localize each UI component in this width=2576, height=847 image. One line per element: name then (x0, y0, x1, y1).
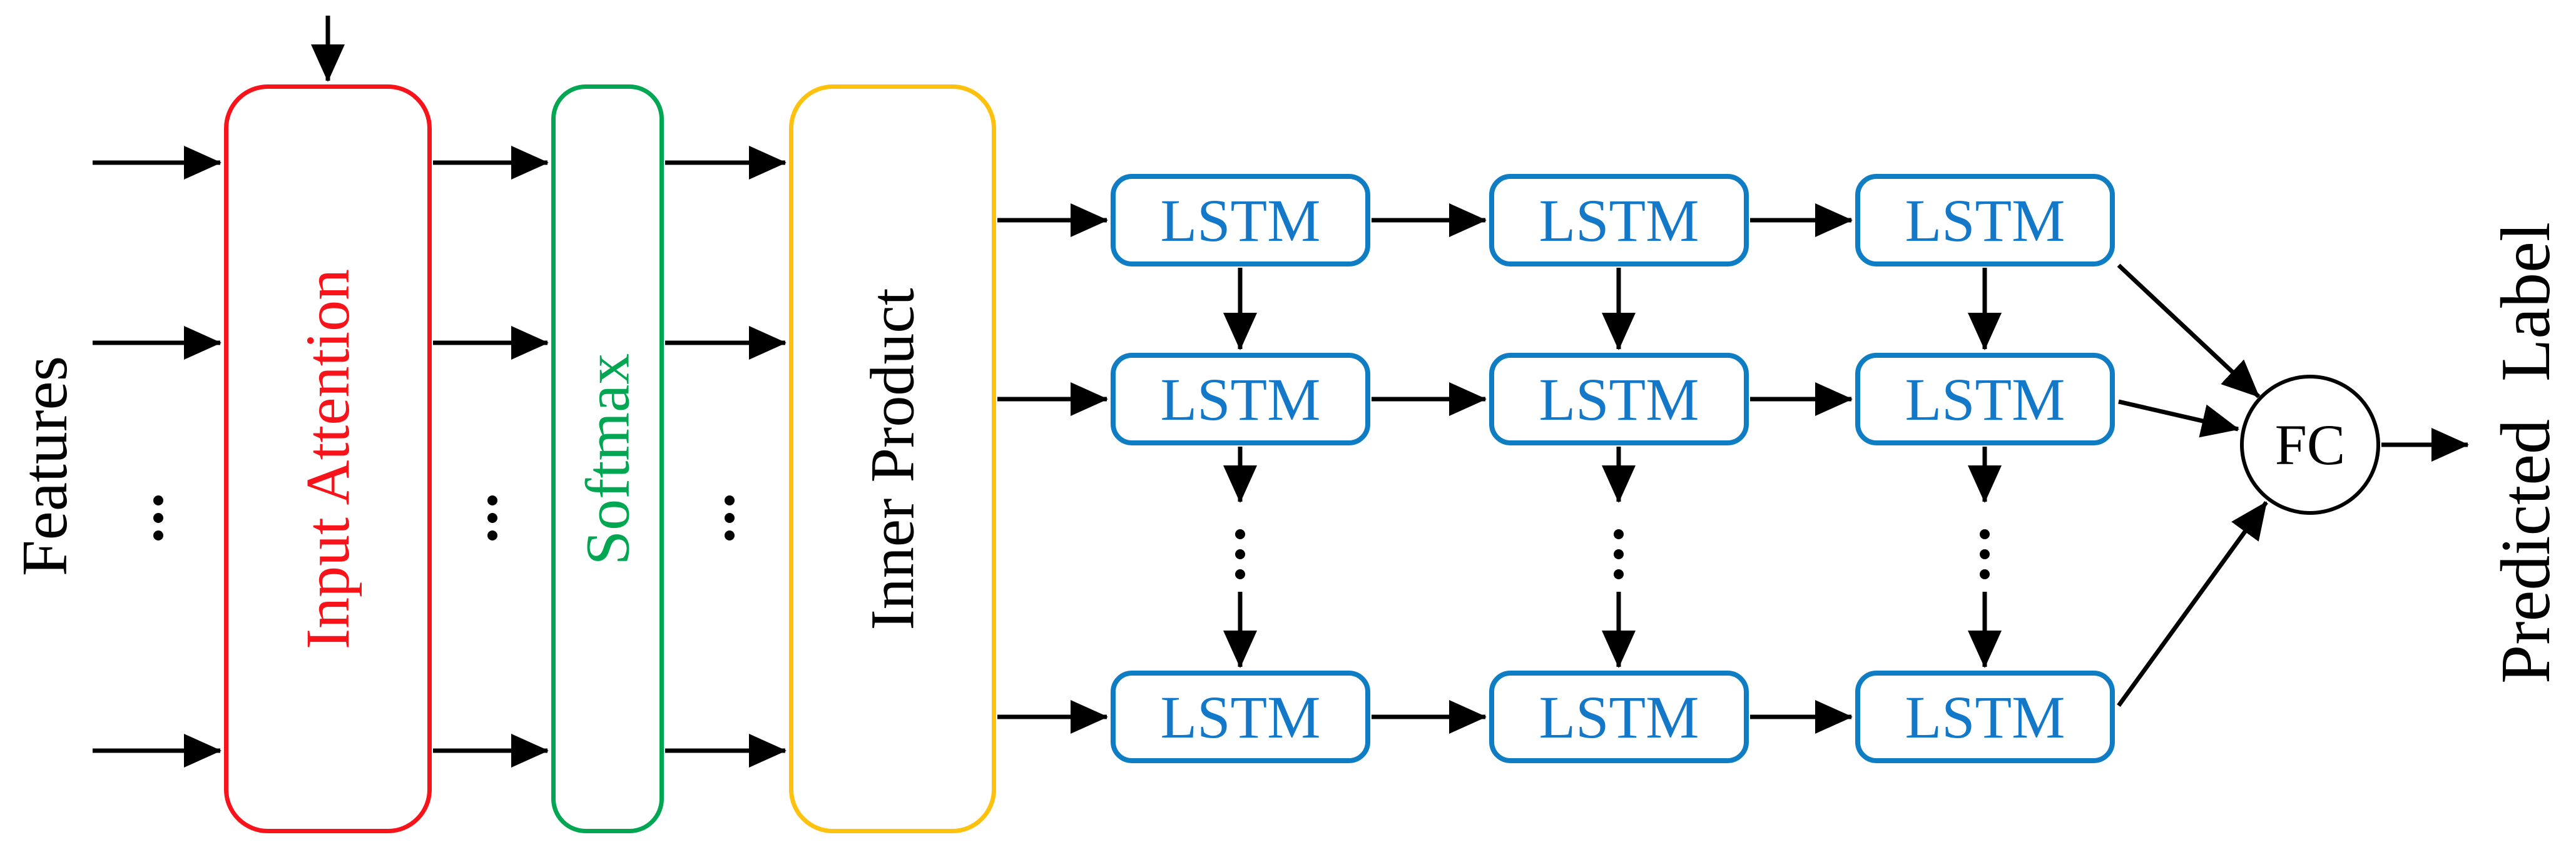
lstm-label: LSTM (1905, 186, 2065, 254)
lstm-box-r2c1: LSTM (1111, 353, 1370, 445)
inner-product-box: Inner Product (789, 84, 996, 833)
lstm-label: LSTM (1160, 683, 1321, 751)
arrow-lstm-r2-fc (2118, 399, 2239, 438)
vertical-ellipsis-attn-softmax (487, 495, 497, 540)
input-attention-box: Input Attention (224, 84, 432, 833)
lstm-label: LSTM (1905, 683, 2065, 751)
lstm-label: LSTM (1160, 365, 1321, 433)
lstm-label: LSTM (1539, 683, 1699, 751)
lstm-box-r1c3: LSTM (1855, 174, 2115, 266)
lstm-box-r2c2: LSTM (1489, 353, 1749, 445)
lstm-label: LSTM (1160, 186, 1321, 254)
inner-product-label: Inner Product (857, 287, 927, 631)
vertical-ellipsis-softmax-inner (725, 495, 735, 540)
lstm-label: LSTM (1905, 365, 2065, 433)
lstm-label: LSTM (1539, 186, 1699, 254)
softmax-box: Softmax (551, 84, 664, 833)
predicted-label-text: Predicted Label (2487, 222, 2565, 684)
vertical-ellipsis-features (153, 495, 163, 540)
lstm-box-r3c1: LSTM (1111, 671, 1370, 763)
inner-to-lstm-arrows (997, 203, 1108, 734)
attention-to-softmax-arrows (433, 146, 549, 768)
lstm-box-r3c3: LSTM (1855, 671, 2115, 763)
feature-input-arrows (93, 16, 345, 768)
lstm-label: LSTM (1539, 365, 1699, 433)
softmax-label: Softmax (573, 353, 642, 565)
fc-arrows (2117, 263, 2469, 708)
input-attention-label: Input Attention (293, 268, 362, 649)
features-label-text: Features (9, 355, 81, 577)
vertical-ellipsis-group (153, 495, 1990, 579)
vertical-ellipsis-lstm-c2 (1614, 529, 1624, 579)
lstm-box-r1c2: LSTM (1489, 174, 1749, 266)
vertical-ellipsis-lstm-c1 (1235, 529, 1245, 579)
lstm-horizontal-arrows (1372, 203, 1853, 734)
lstm-vertical-arrows (1223, 268, 2002, 668)
arrow-lstm-r3-fc (2117, 500, 2268, 708)
softmax-to-inner-arrows (665, 146, 787, 768)
lstm-box-r1c1: LSTM (1111, 174, 1370, 266)
vertical-ellipsis-lstm-c3 (1980, 529, 1990, 579)
lstm-box-r3c2: LSTM (1489, 671, 1749, 763)
lstm-box-r2c3: LSTM (1855, 353, 2115, 445)
fc-node: FC (2240, 375, 2380, 515)
fc-label: FC (2274, 413, 2346, 477)
arrow-lstm-r1-fc (2117, 263, 2261, 398)
